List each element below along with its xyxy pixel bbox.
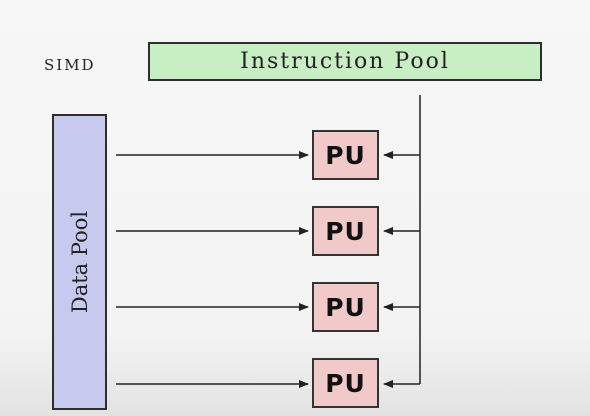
instruction-pool-box: Instruction Pool	[148, 42, 542, 81]
processing-unit-2: PU	[312, 206, 379, 256]
processing-unit-3: PU	[312, 282, 379, 332]
processing-unit-1: PU	[312, 130, 379, 180]
processing-unit-label: PU	[325, 140, 366, 170]
processing-unit-label: PU	[325, 292, 366, 322]
data-pool-label: Data Pool	[67, 210, 92, 314]
simd-label: SIMD	[44, 56, 96, 74]
processing-unit-label: PU	[325, 216, 366, 246]
processing-unit-4: PU	[312, 358, 379, 408]
instruction-pool-label: Instruction Pool	[240, 49, 450, 74]
data-pool-box: Data Pool	[52, 114, 107, 410]
processing-unit-label: PU	[325, 368, 366, 398]
